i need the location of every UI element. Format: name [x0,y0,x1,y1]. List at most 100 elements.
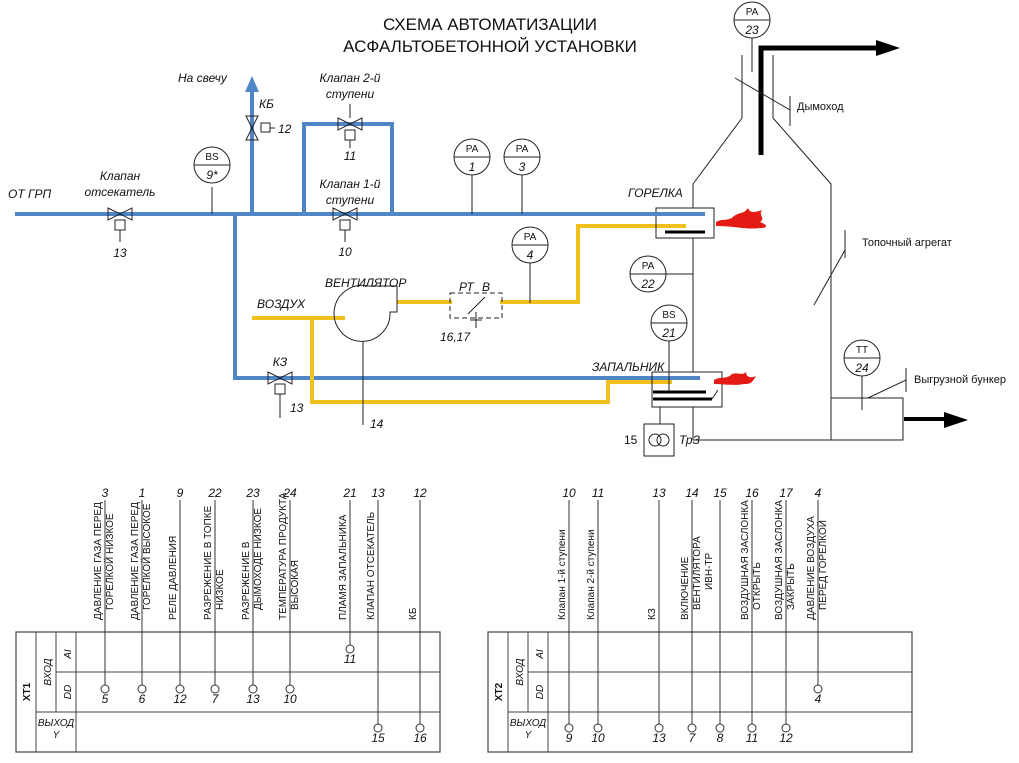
terminal-icon[interactable] [564,723,574,733]
terminal-icon[interactable] [285,684,295,694]
terminal-icon[interactable] [687,723,697,733]
terminal-number: 6 [139,692,146,706]
instrument-leads [211,38,863,410]
terminal-icon[interactable] [210,684,220,694]
signal-label: ВОЗДУШНАЯ ЗАСЛОНКА [740,500,751,620]
signal-number: 10 [562,486,576,500]
terminal-icon[interactable] [747,723,757,733]
instrument-type: PA [746,7,759,18]
terminal-number: 7 [212,692,220,706]
from-grp-label: ОТ ГРП [8,187,52,201]
terminal-icon[interactable] [715,723,725,733]
xt1-row-out: ВЫХОД [38,718,74,729]
signal-label-2: НИЗКОЕ [215,569,226,610]
instrument-pa3: PA3 [503,138,541,176]
air-line [252,224,686,404]
signal-number: 23 [245,486,260,500]
stage2-valve[interactable] [337,104,363,148]
signal-label: ТЕМПЕРАТУРА ПРОДУКТА [278,492,289,620]
terminal-number: 4 [815,692,822,706]
signal-label: РАЗРЕЖЕНИЕ В ТОПКЕ [203,505,214,620]
signal-number: 11 [592,486,604,500]
cutoff-valve-number: 13 [113,246,127,260]
cutoff-valve-label: Клапан [100,169,141,183]
pt-label: РТ [459,280,475,294]
terminal-icon[interactable] [345,644,355,654]
signal-number: 17 [779,486,794,500]
terminal-icon[interactable] [100,684,110,694]
signal-number: 1 [139,486,146,500]
instrument-bs9: BS 9* [193,146,231,184]
stage1-valve[interactable] [332,207,358,242]
instrument-number: 1 [469,160,476,174]
xt2-signal: 815 [713,486,727,745]
stage1-valve-label-2: ступени [326,193,375,207]
signal-number: 14 [685,486,699,500]
exhaust-arrow-icon [876,40,900,56]
signal-number: 21 [342,486,356,500]
signal-label-2: ЗАКРЫТЬ [786,563,797,610]
terminal-icon[interactable] [248,684,258,694]
instrument-type: BS [205,152,219,163]
signal-number: 13 [371,486,385,500]
vent-arrow-icon [245,76,259,92]
xt1-name: ХТ1 [22,682,33,701]
signal-label: ДАВЛЕНИЕ ГАЗА ПЕРЕД [130,502,141,620]
signal-label: РЕЛЕ ДАВЛЕНИЯ [168,536,179,620]
air-label: ВОЗДУХ [257,297,306,311]
stage2-valve-label-2: ступени [326,87,375,101]
terminal-icon[interactable] [593,723,603,733]
signal-label: КЗ [647,608,658,620]
instrument-type: PA [466,144,479,155]
terminal-number: 12 [173,692,187,706]
kb-valve[interactable] [245,115,275,141]
instrument-type: PA [642,261,655,272]
signal-label-2: ОТКРЫТЬ [752,562,763,610]
instrument-pa22: PA 22 [629,255,667,293]
signal-number: 16 [745,486,759,500]
signal-label-3: ИВН-ТР [704,552,715,590]
terminal-icon[interactable] [415,723,425,733]
cutoff-valve[interactable] [107,207,133,242]
instrument-number: 22 [640,277,655,291]
instrument-type: TT [856,345,868,356]
kz-valve[interactable] [267,371,293,418]
igniter-flame-icon [714,372,756,385]
instrument-number: 23 [744,23,759,37]
transformer-label: ТрЗ [679,433,701,447]
terminal-icon[interactable] [137,684,147,694]
instrument-number: 3 [519,160,526,174]
terminal-number: 13 [652,731,666,745]
furnace-body [692,55,904,441]
terminal-number: 16 [413,731,427,745]
terminal-number: 11 [746,731,758,745]
signal-label: КБ [408,607,419,620]
igniter [651,371,756,408]
instrument-number: 21 [661,326,675,340]
unload-bunker [830,397,904,441]
instrument-number: 9* [206,168,218,182]
output-arrow-icon [944,412,968,428]
terminal-number: 13 [246,692,260,706]
terminal-icon[interactable] [175,684,185,694]
signal-label: Клапан 2-й ступени [586,529,597,620]
signal-label-2: ВЫСОКАЯ [290,560,301,610]
terminal-icon[interactable] [654,723,664,733]
terminal-icon[interactable] [813,684,823,694]
terminal-number: 8 [717,731,724,745]
terminal-icon[interactable] [373,723,383,733]
instrument-pa23: PA 23 [733,1,771,39]
signal-number: 12 [413,486,427,500]
fan [333,284,398,425]
terminal-icon[interactable] [781,723,791,733]
